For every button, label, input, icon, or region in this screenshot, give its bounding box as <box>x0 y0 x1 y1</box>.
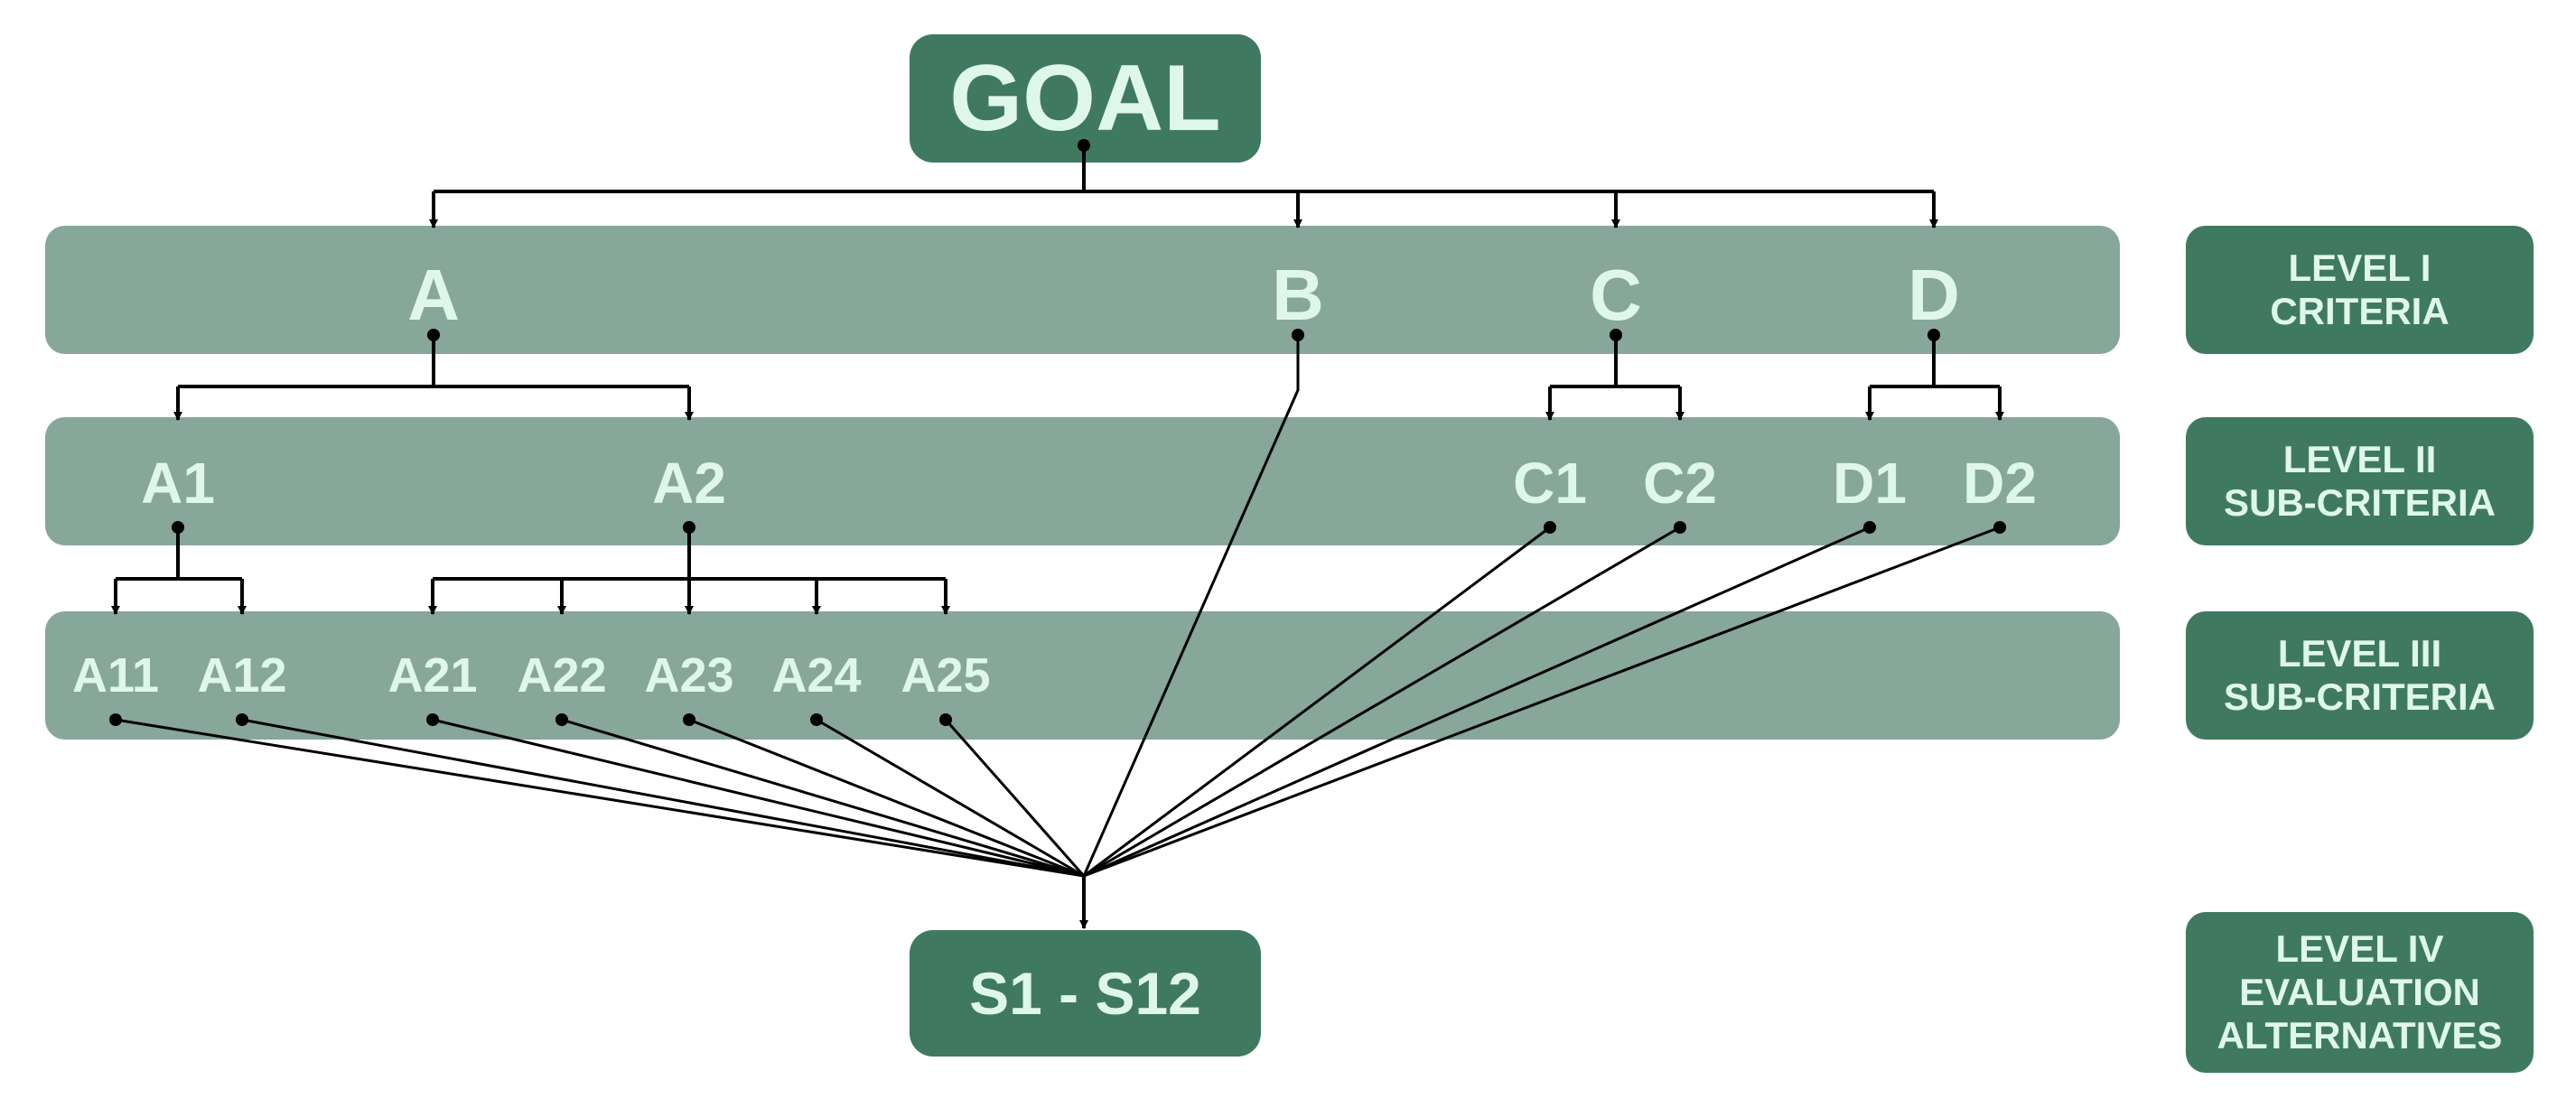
sub-criterion-d2: D2 <box>1963 451 2037 516</box>
goal-box: GOAL <box>910 34 1261 163</box>
sub-criterion-a21: A21 <box>387 648 478 703</box>
sub-criterion-a11: A11 <box>71 648 160 703</box>
criterion-b: B <box>1272 255 1324 335</box>
criterion-a: A <box>407 255 460 335</box>
level-4-title: LEVEL IV <box>2275 927 2444 970</box>
level-1-label: LEVEL I CRITERIA <box>2186 226 2534 354</box>
sub-criterion-c2: C2 <box>1643 451 1717 516</box>
sub-criterion-a25: A25 <box>901 648 991 703</box>
sub-criterion-a22: A22 <box>517 648 607 703</box>
level-2-title: LEVEL II <box>2282 438 2437 480</box>
level-3-title: LEVEL III <box>2277 632 2442 675</box>
sub-criterion-a24: A24 <box>771 648 862 703</box>
alternatives-box: S1 - S12 <box>910 930 1261 1057</box>
level-3-subtitle: SUB-CRITERIA <box>2224 675 2496 718</box>
level-1-title: LEVEL I <box>2288 247 2431 289</box>
criterion-c: C <box>1590 255 1642 335</box>
level-1-band <box>45 226 2120 354</box>
sub-criterion-a12: A12 <box>197 648 287 703</box>
level-3-band <box>45 611 2120 740</box>
criterion-d: D <box>1908 255 1960 335</box>
alternatives-label: S1 - S12 <box>969 960 1201 1027</box>
level-2-label: LEVEL II SUB-CRITERIA <box>2186 417 2534 545</box>
sub-criterion-a23: A23 <box>644 648 734 703</box>
sub-criterion-a1: A1 <box>141 451 215 516</box>
level-1-subtitle: CRITERIA <box>2270 290 2450 332</box>
level-2-band <box>45 417 2120 545</box>
sub-criterion-c1: C1 <box>1513 451 1587 516</box>
goal-label: GOAL <box>949 45 1221 151</box>
level-3-label: LEVEL III SUB-CRITERIA <box>2186 611 2534 740</box>
level-4-subtitle-2: ALTERNATIVES <box>2217 1014 2503 1057</box>
level-4-label: LEVEL IV EVALUATION ALTERNATIVES <box>2186 912 2534 1073</box>
sub-criterion-d1: D1 <box>1833 451 1907 516</box>
level-2-subtitle: SUB-CRITERIA <box>2224 481 2496 524</box>
level-4-subtitle: EVALUATION <box>2239 971 2480 1013</box>
sub-criterion-a2: A2 <box>652 451 726 516</box>
